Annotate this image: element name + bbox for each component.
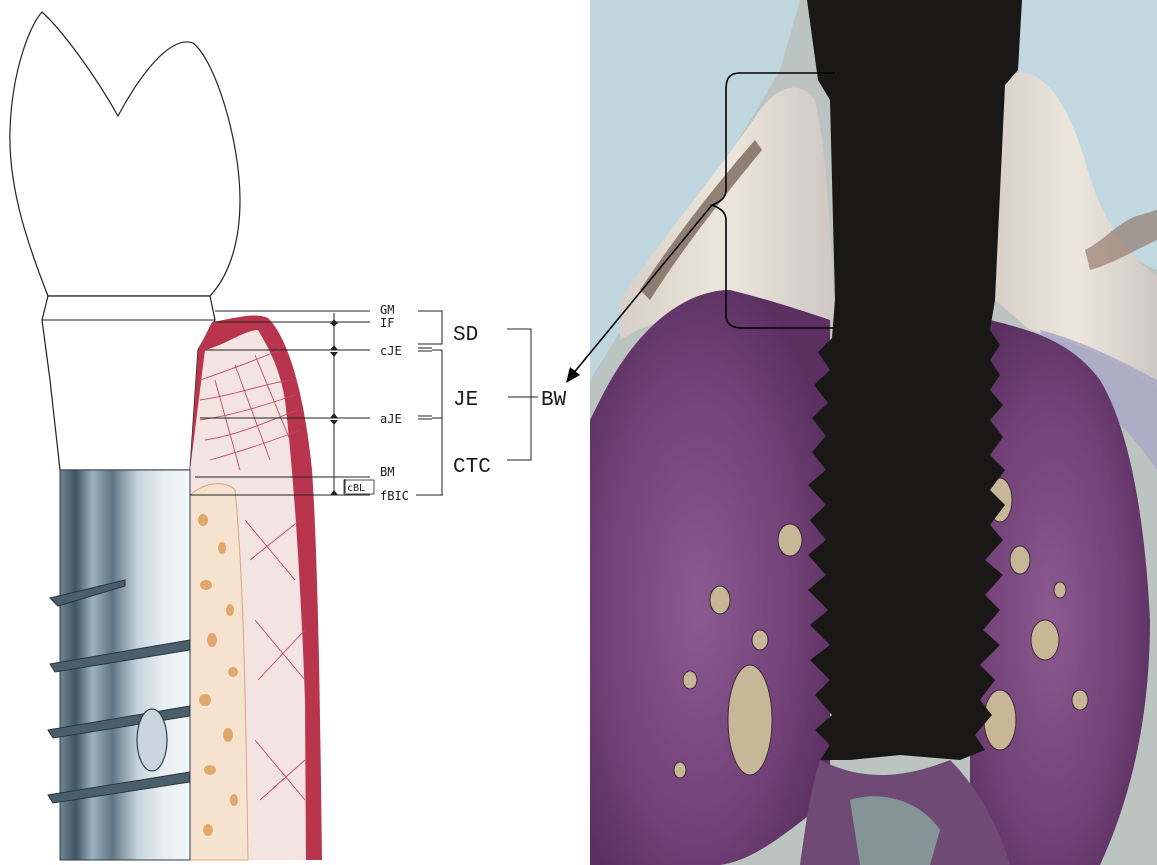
abutment bbox=[42, 296, 215, 470]
label-if: IF bbox=[380, 316, 394, 330]
label-gm: GM bbox=[380, 303, 394, 317]
bone-left bbox=[590, 290, 830, 865]
bw-arrow-head bbox=[566, 367, 580, 383]
label-cje: cJE bbox=[380, 344, 402, 358]
label-fbic: fBIC bbox=[380, 489, 409, 503]
label-aje: aJE bbox=[380, 412, 402, 426]
label-bw: BW bbox=[541, 389, 567, 412]
schematic-panel: GM IF cJE aJE BM cBL fBIC SD JE CTC BW bbox=[10, 12, 567, 860]
crown-outline bbox=[10, 12, 240, 296]
alveolar-bone bbox=[190, 484, 248, 860]
implant-vent-hole bbox=[137, 709, 167, 771]
label-cbl: cBL bbox=[347, 483, 365, 494]
histology-panel bbox=[590, 0, 1157, 865]
label-bm: BM bbox=[380, 465, 394, 479]
label-je: JE bbox=[453, 389, 478, 412]
label-ctc: CTC bbox=[453, 456, 491, 479]
histology-implant bbox=[807, 0, 1022, 760]
label-sd: SD bbox=[453, 324, 478, 347]
